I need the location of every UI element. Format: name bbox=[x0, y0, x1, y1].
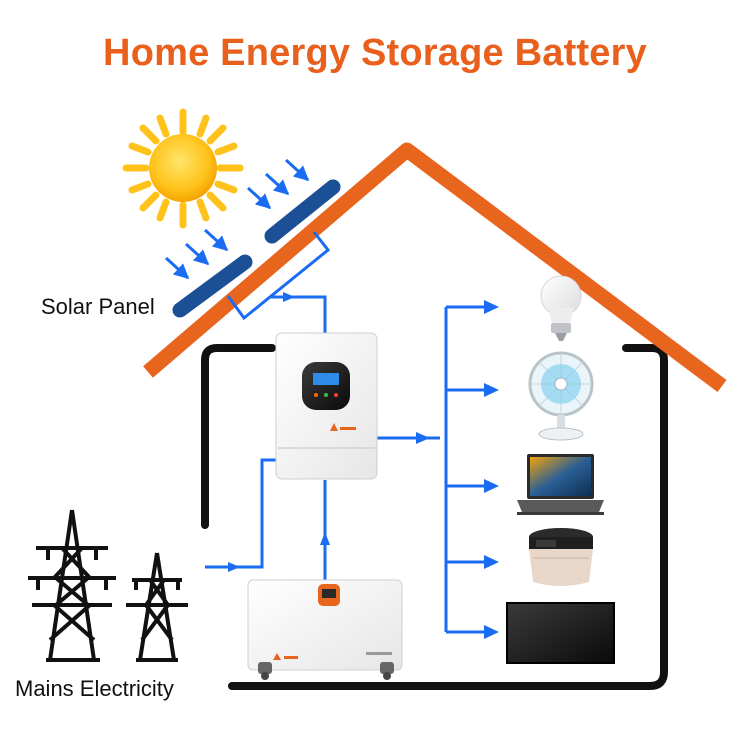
laptop-icon bbox=[517, 454, 604, 515]
mains-electricity-label: Mains Electricity bbox=[15, 676, 174, 701]
roof bbox=[143, 142, 727, 393]
inverter-icon bbox=[275, 332, 378, 480]
flow-arrowheads bbox=[228, 292, 499, 639]
transmission-tower-icon bbox=[28, 509, 188, 662]
rice-cooker-icon bbox=[529, 528, 593, 586]
house-outline bbox=[201, 344, 668, 690]
light-bulb-icon bbox=[540, 275, 582, 341]
fan-icon bbox=[528, 351, 594, 441]
page-title: Home Energy Storage Battery bbox=[103, 32, 647, 74]
battery-icon bbox=[247, 579, 403, 680]
solar-panel-label: Solar Panel bbox=[41, 294, 155, 319]
panel-cable bbox=[226, 231, 331, 321]
sunlight-arrows bbox=[164, 158, 310, 280]
sun-icon bbox=[122, 108, 244, 229]
television-icon bbox=[506, 602, 615, 664]
solar-panel-icon bbox=[172, 179, 341, 318]
